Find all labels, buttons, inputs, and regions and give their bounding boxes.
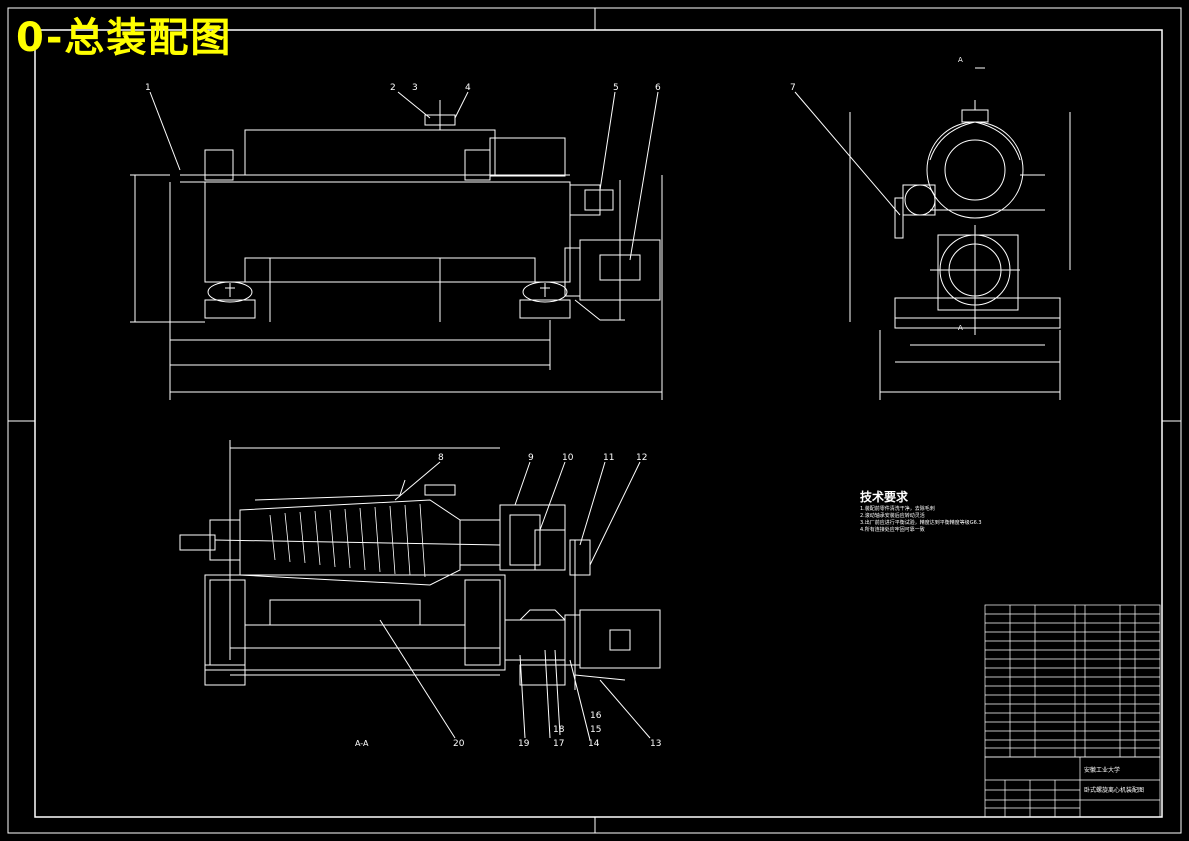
callout-13: 13 xyxy=(650,739,661,749)
tech-note-1: 1.装配前零件清洗干净，去除毛刺 xyxy=(860,506,935,512)
callout-6: 6 xyxy=(655,83,661,93)
tech-requirements-notes: 1.装配前零件清洗干净，去除毛刺 2.滚动轴承安装后应转动灵活 3.出厂前应进行… xyxy=(860,506,982,534)
callout-15: 15 xyxy=(590,725,601,735)
callout-3: 3 xyxy=(412,83,418,93)
view-marker-bottom: A xyxy=(958,324,963,332)
side-view-callouts: 7 A A xyxy=(790,56,963,332)
callout-17: 17 xyxy=(553,739,564,749)
front-view-callouts: 1 2 3 4 5 6 xyxy=(145,83,661,93)
title-block xyxy=(984,756,1161,818)
callout-8: 8 xyxy=(438,453,444,463)
view-marker-top: A xyxy=(958,56,963,64)
tech-note-2: 2.滚动轴承安装后应转动灵活 xyxy=(860,513,925,519)
sheet-border xyxy=(7,7,1182,834)
section-view xyxy=(179,440,661,741)
callout-16: 16 xyxy=(590,711,602,721)
tech-requirements-title: 技术要求 xyxy=(860,490,909,504)
side-view xyxy=(794,67,1071,400)
callout-12: 12 xyxy=(636,453,647,463)
callout-4: 4 xyxy=(465,83,471,93)
callout-9: 9 xyxy=(528,453,534,463)
tech-note-4: 4.所有连接处应牢固可靠一致 xyxy=(860,527,925,533)
callout-7: 7 xyxy=(790,83,796,93)
section-label: A-A xyxy=(355,739,369,748)
tech-note-3: 3.出厂前应进行平衡试验，精度达到平衡精度等级G6.3 xyxy=(860,520,982,526)
callout-11: 11 xyxy=(603,453,614,463)
title-block-text: 安徽工业大学 卧式螺旋离心机装配图 xyxy=(1084,766,1144,794)
callout-19: 19 xyxy=(518,739,530,749)
callout-10: 10 xyxy=(562,453,574,463)
drawing-name: 卧式螺旋离心机装配图 xyxy=(1084,786,1144,794)
parts-list xyxy=(984,604,1161,758)
drawing-title: 0-总装配图 xyxy=(16,15,233,61)
school-name: 安徽工业大学 xyxy=(1084,766,1120,774)
section-view-callouts: 8 9 10 11 12 13 14 15 16 17 18 19 20 A-A xyxy=(355,453,661,749)
callout-2: 2 xyxy=(390,83,396,93)
callout-18: 18 xyxy=(553,725,565,735)
callout-20: 20 xyxy=(453,739,465,749)
front-view xyxy=(130,91,663,400)
callout-14: 14 xyxy=(588,739,600,749)
callout-5: 5 xyxy=(613,83,619,93)
callout-1: 1 xyxy=(145,83,151,93)
